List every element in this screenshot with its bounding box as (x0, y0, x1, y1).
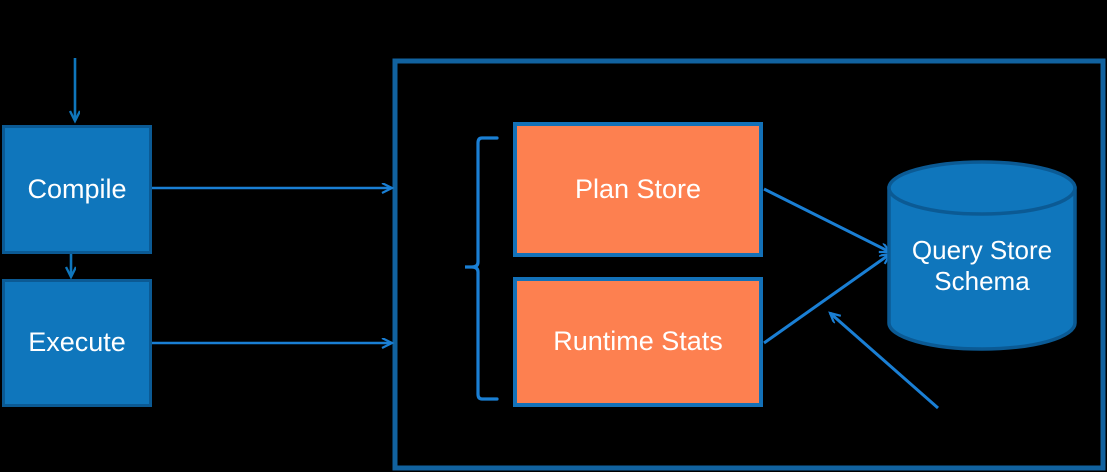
group-brace (465, 136, 499, 401)
node-plan-store-label: Plan Store (574, 173, 702, 204)
edge-external-to-schema (830, 313, 939, 410)
edge-runtimestats-to-schema (763, 254, 890, 345)
node-query-store-schema-label-line1: Query Store (911, 235, 1053, 265)
edge-planstore-to-schema (763, 187, 890, 254)
node-runtime-stats-label: Runtime Stats (553, 326, 723, 357)
node-query-store-schema-label-line2: Schema (934, 266, 1030, 297)
node-compile-label: Compile (27, 173, 127, 204)
node-runtime-stats[interactable]: Runtime Stats (513, 277, 763, 407)
node-execute-label: Execute (28, 327, 126, 358)
node-execute[interactable]: Execute (2, 279, 152, 407)
container-outline (392, 58, 1106, 471)
node-query-store-schema-label: Query Store Schema (889, 235, 1075, 297)
node-plan-store[interactable]: Plan Store (513, 122, 763, 257)
node-compile[interactable]: Compile (2, 125, 152, 254)
query-store-schema-cylinder (887, 160, 1077, 351)
